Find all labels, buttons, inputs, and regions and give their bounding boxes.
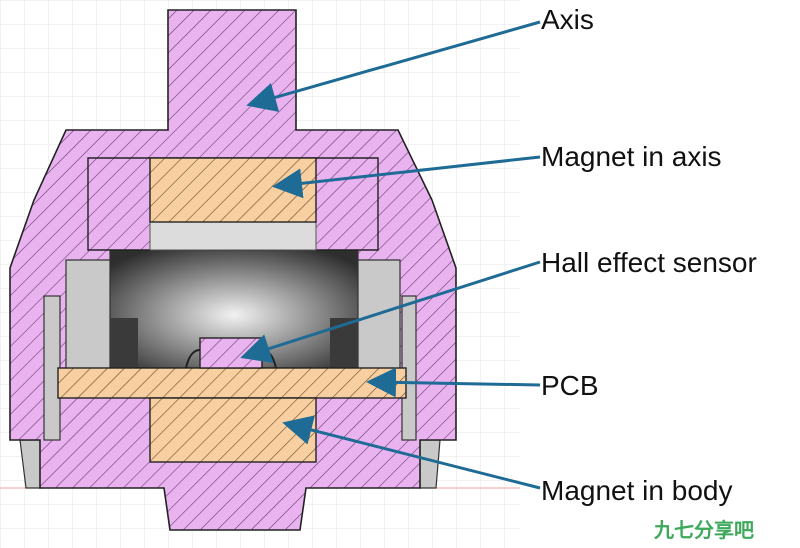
magnet-in-axis (149, 157, 317, 223)
cavity-side-block-left (110, 318, 138, 368)
callout-axis: Axis (541, 4, 594, 35)
callout-magnet-in-axis: Magnet in axis (541, 141, 722, 172)
callout-magnet-in-body: Magnet in body (541, 475, 733, 506)
arrow-magnet-in-axis (272, 155, 541, 199)
magnet-in-body (149, 397, 317, 463)
callout-pcb: PCB (541, 370, 599, 401)
pcb-board (57, 367, 407, 399)
watermark-text: 九七分享吧 (654, 518, 754, 542)
axis-gap (149, 221, 317, 251)
housing-foot-right (419, 439, 441, 489)
arrow-pcb (366, 367, 541, 398)
arrow-axis (246, 20, 541, 112)
callout-hall-effect-sensor: Hall effect sensor (541, 247, 757, 278)
watermark: 九七分享吧 (654, 514, 754, 543)
arrow-hall-effect-sensor (240, 260, 541, 363)
arrow-magnet-in-body (282, 415, 541, 490)
